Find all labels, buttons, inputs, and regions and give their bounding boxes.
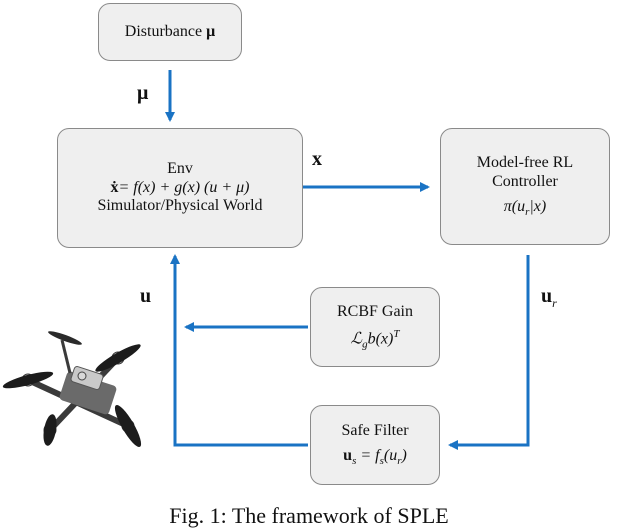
rcbf-expr: ℒgb(x)T (350, 327, 400, 351)
env-eq-lhs: ẋ (110, 178, 119, 196)
signal-ur-label: ur (541, 285, 557, 310)
rl-policy: π(ur|x) (503, 197, 547, 218)
safe-expr: us = fs(ur) (343, 446, 407, 468)
env-subtitle: Simulator/Physical World (97, 197, 263, 215)
arrow-safe-filter-to-env (170, 254, 308, 447)
rl-line1: Model-free RL (476, 154, 574, 172)
rl-line2: Controller (492, 172, 558, 190)
figure-caption: Fig. 1: The framework of SPLE (169, 503, 449, 528)
disturbance-label: Disturbance (124, 22, 203, 40)
arrow-controller-to-safe-filter (448, 255, 530, 450)
env-box: Env ẋ= f(x) + g(x) (u + μ) Simulator/Phy… (57, 128, 303, 248)
safe-line1: Safe Filter (341, 421, 409, 439)
disturbance-symbol: μ (206, 22, 216, 40)
env-eq-rhs: = f(x) + g(x) (u + μ) (118, 178, 250, 196)
signal-x-label: x (312, 148, 322, 170)
signal-u-label: u (140, 285, 152, 307)
quadrotor-drone-image (2, 331, 142, 447)
rcbf-gain-box: RCBF Gain ℒgb(x)T (310, 287, 440, 367)
signal-mu-label: μ (137, 82, 149, 104)
safe-filter-box: Safe Filter us = fs(ur) (310, 405, 440, 485)
rl-controller-box: Model-free RL Controller π(ur|x) (440, 128, 610, 245)
env-equation: ẋ= f(x) + g(x) (u + μ) (110, 179, 249, 198)
disturbance-box: Disturbance μ (98, 3, 242, 61)
env-title: Env (167, 159, 193, 177)
rcbf-line1: RCBF Gain (336, 302, 413, 320)
